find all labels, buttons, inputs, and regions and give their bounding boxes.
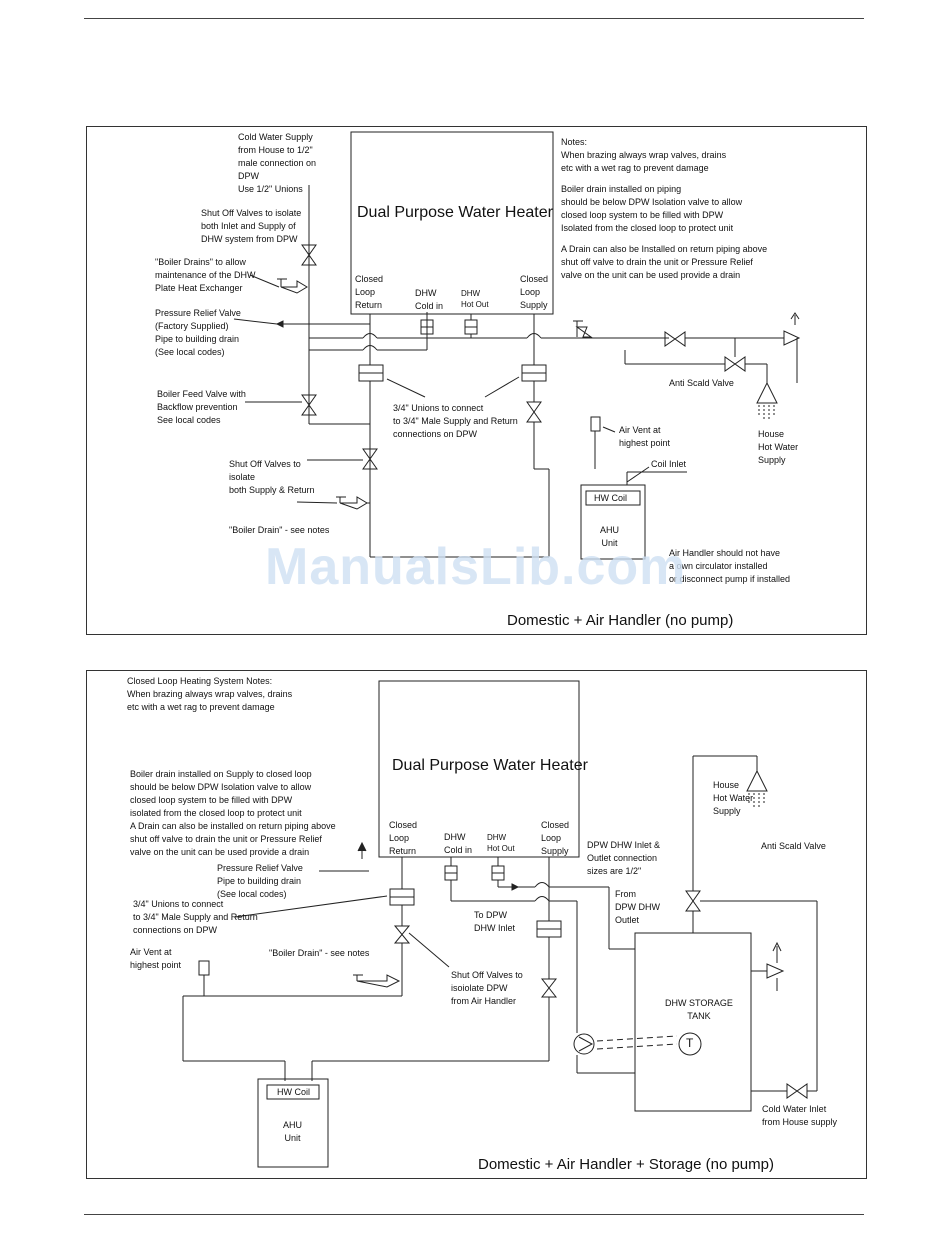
boiler-feed-label: Boiler Feed Valve with Backflow preventi…	[157, 389, 246, 425]
diagram2-caption: Domestic + Air Handler + Storage (no pum…	[478, 1156, 774, 1173]
ahu-box-2	[257, 1078, 329, 1168]
air-vent-label-2: Air Vent at highest point	[130, 947, 182, 970]
shut-off-inlet-label: Shut Off Valves to isolate both Inlet an…	[201, 208, 302, 244]
note-boiler-drain: Boiler drain installed on piping should …	[561, 184, 743, 233]
to-dpw-inlet-label: To DPW DHW Inlet	[474, 910, 516, 933]
dhw-cold-in-label-2: DHW Cold in	[444, 832, 473, 855]
water-heater-title: Dual Purpose Water Heater	[357, 204, 553, 221]
closed-loop-return-label: Closed Loop Return	[355, 274, 384, 310]
unions-label-2: 3/4" Unions to connect to 3/4" Male Supp…	[133, 899, 258, 935]
water-heater-box	[350, 131, 554, 315]
shut-off-supply-return-label: Shut Off Valves to isolate both Supply &…	[229, 459, 315, 495]
top-rule	[84, 18, 864, 19]
ahu-unit-label: AHU Unit	[600, 525, 620, 548]
return-shut-off-valve-icon	[362, 448, 378, 470]
shower-icon	[756, 381, 778, 404]
cold-inlet-valve-icon	[751, 1083, 808, 1099]
boiler-drain-notes-label-2: "Boiler Drain" - see notes	[269, 948, 370, 958]
hw-coil-box	[585, 490, 641, 506]
thermostat-icon	[678, 1032, 702, 1056]
hot-out-shut-off-valve-icon	[664, 331, 686, 347]
notes-text: Notes: When brazing always wrap valves, …	[561, 137, 727, 173]
hw-coil-label-2: HW Coil	[277, 1087, 310, 1097]
anti-scald-valve-icon-2	[685, 890, 701, 912]
watermark: ManualsLib.com	[265, 538, 687, 596]
piping-schematic-2	[182, 680, 818, 1168]
dhw-hot-out-label-2: DHW Hot Out	[487, 833, 515, 853]
note-boiler-drain-2: Boiler drain installed on Supply to clos…	[130, 769, 336, 857]
closed-loop-supply-label: Closed Loop Supply	[520, 274, 549, 310]
prv-label-2: Pressure Relief Valve Pipe to building d…	[217, 863, 303, 899]
closed-loop-supply-label-2: Closed Loop Supply	[541, 820, 570, 856]
note-drain-return: A Drain can also be Installed on return …	[561, 244, 768, 280]
from-dpw-outlet-label: From DPW DHW Outlet	[615, 889, 660, 925]
cold-water-inlet-label: Cold Water Inlet from House supply	[762, 1104, 838, 1127]
dhw-cold-in-label: DHW Cold in	[415, 288, 444, 311]
water-heater-box-2	[378, 680, 580, 858]
water-heater-title-2: Dual Purpose Water Heater	[392, 757, 588, 774]
bottom-rule	[84, 1214, 864, 1215]
relief-valve-icon	[783, 330, 801, 346]
diagram1-caption: Domestic + Air Handler (no pump)	[507, 612, 734, 629]
diagram-domestic-air-handler-storage: Dual Purpose Water Heater Closed Loop He…	[86, 670, 867, 1179]
coil-inlet-label: Coil Inlet	[651, 459, 687, 469]
cold-water-supply-label: Cold Water Supply from House to 1/2" mal…	[238, 132, 317, 194]
storage-tank-label: DHW STORAGE TANK	[665, 998, 733, 1021]
boiler-drains-label: "Boiler Drains" to allow maintenance of …	[155, 257, 256, 293]
thermostat-label: T	[686, 1036, 694, 1050]
shower-icon-2	[746, 769, 768, 792]
ahu-unit-label-2: AHU Unit	[283, 1120, 303, 1143]
anti-scald-label-2: Anti Scald Valve	[761, 841, 826, 851]
shut-off-valve-icon	[301, 244, 317, 266]
shut-off-isolate-label: Shut Off Valves to isoiolate DPW from Ai…	[451, 970, 523, 1006]
unions-label: 3/4" Unions to connect to 3/4" Male Supp…	[393, 403, 518, 439]
closed-loop-return-label-2: Closed Loop Return	[389, 820, 418, 856]
diagram-domestic-air-handler: Dual Purpose Water Heater Notes: When br…	[86, 126, 867, 635]
supply-shut-off-valve-icon	[526, 401, 542, 423]
ahu-box	[580, 484, 646, 560]
notes-text-2: Closed Loop Heating System Notes: When b…	[127, 676, 293, 712]
circulator-pump-icon	[573, 1033, 595, 1055]
air-vent-label: Air Vent at highest point	[619, 425, 671, 448]
dpw-sizes-label: DPW DHW Inlet & Outlet connection sizes …	[587, 840, 661, 876]
boiler-drain-icon-2	[353, 974, 401, 988]
piping-schematic-1	[233, 131, 801, 560]
anti-scald-label: Anti Scald Valve	[669, 378, 734, 388]
anti-scald-valve-icon	[724, 356, 746, 372]
prv-label: Pressure Relief Valve (Factory Supplied)…	[155, 308, 241, 357]
prv-arrow-icon	[275, 320, 284, 328]
hw-coil-label: HW Coil	[594, 493, 627, 503]
air-handler-note: Air Handler should not have a own circul…	[669, 548, 791, 584]
return-shut-off-valve-icon-2	[393, 925, 411, 944]
boiler-drain-notes-label: "Boiler Drain" - see notes	[229, 525, 330, 535]
lower-boiler-drain-icon	[336, 496, 368, 510]
house-hot-water-label-2: House Hot Water Supply	[713, 780, 754, 816]
tank-relief-valve-icon	[766, 963, 785, 979]
hw-coil-box-2	[266, 1084, 320, 1100]
supply-shut-off-valve-icon-2	[540, 978, 558, 998]
boiler-feed-valve-icon	[301, 394, 317, 416]
dhw-hot-out-label: DHW Hot Out	[461, 289, 489, 309]
air-vent-icon	[590, 416, 601, 432]
air-vent-icon-2	[198, 960, 210, 976]
boiler-drain-icon	[277, 278, 308, 294]
house-hot-water-label: House Hot Water Supply	[758, 429, 799, 465]
